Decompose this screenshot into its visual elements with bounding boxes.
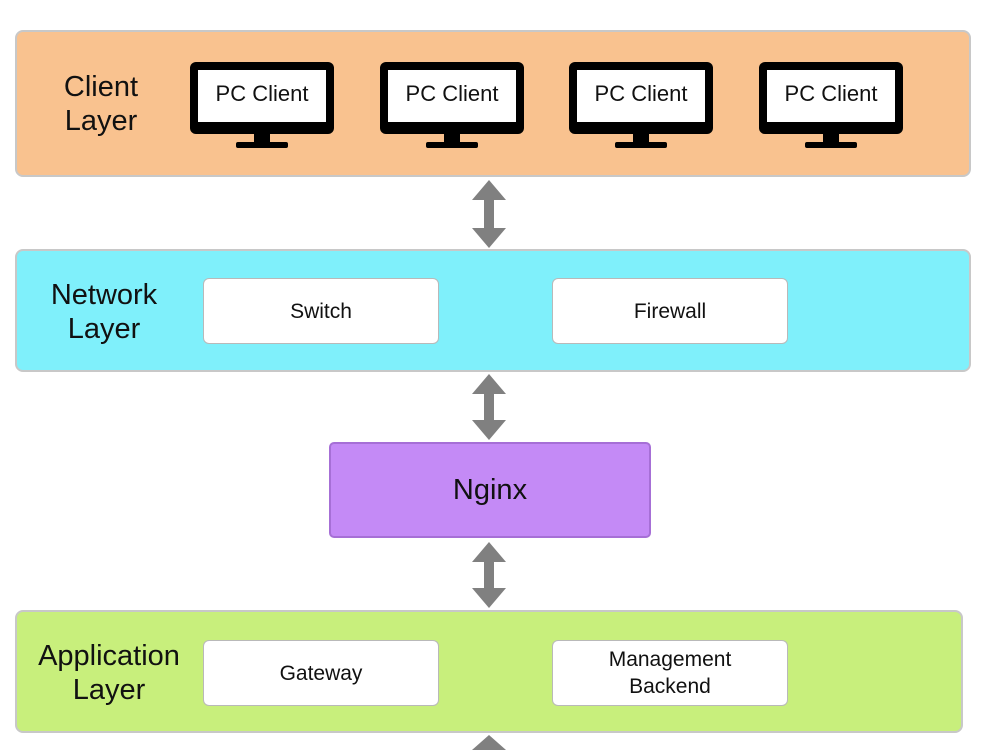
pc-client-label: PC Client bbox=[405, 80, 499, 106]
client-layer-title: Client Layer bbox=[63, 71, 139, 137]
network-layer-title: Network Layer bbox=[50, 279, 158, 345]
management-backend-box: Management Backend bbox=[552, 640, 788, 706]
bidirectional-arrow-icon bbox=[472, 374, 506, 440]
monitor-icon bbox=[569, 62, 713, 148]
monitor-icon bbox=[759, 62, 903, 148]
pc-client-3: PC Client bbox=[567, 60, 715, 150]
nginx-box: Nginx bbox=[329, 442, 651, 538]
gateway-box: Gateway bbox=[203, 640, 439, 706]
switch-box: Switch bbox=[203, 278, 439, 344]
bidirectional-arrow-icon bbox=[472, 542, 506, 608]
network-layer: Network Layer Switch Firewall bbox=[15, 249, 971, 372]
firewall-box: Firewall bbox=[552, 278, 788, 344]
pc-client-label: PC Client bbox=[594, 80, 688, 106]
bidirectional-arrow-icon bbox=[472, 180, 506, 248]
client-layer: Client Layer PC Client PC Client PC Clie… bbox=[15, 30, 971, 177]
arrow-head-icon bbox=[472, 735, 506, 750]
pc-client-2: PC Client bbox=[378, 60, 526, 150]
monitor-icon bbox=[380, 62, 524, 148]
pc-client-1: PC Client bbox=[188, 60, 336, 150]
pc-client-label: PC Client bbox=[784, 80, 878, 106]
application-layer-title: Application Layer bbox=[38, 640, 180, 706]
pc-client-4: PC Client bbox=[757, 60, 905, 150]
pc-client-label: PC Client bbox=[215, 80, 309, 106]
application-layer: Application Layer Gateway Management Bac… bbox=[15, 610, 963, 733]
monitor-icon bbox=[190, 62, 334, 148]
